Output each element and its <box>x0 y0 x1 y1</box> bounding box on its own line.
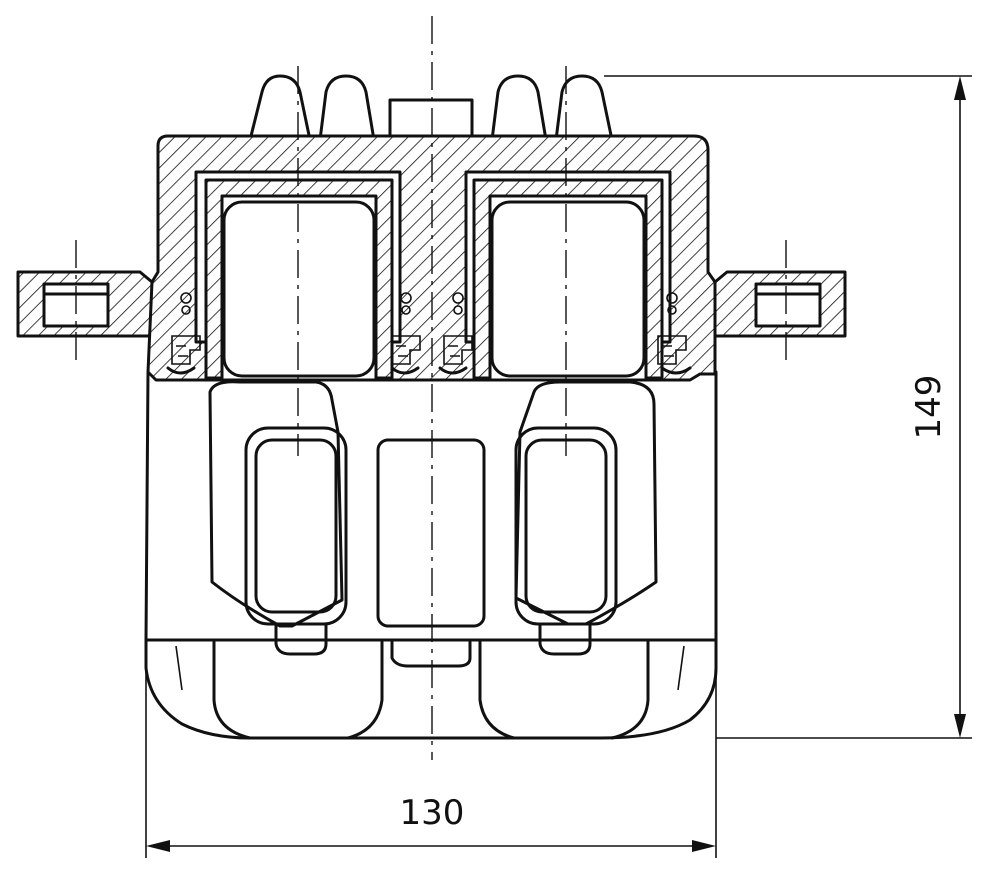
height-dimension-label: 149 <box>909 375 949 440</box>
center-lines <box>75 16 787 760</box>
bleeder-boss <box>388 98 474 142</box>
piston-face-left <box>222 200 376 378</box>
top-fins <box>248 74 614 142</box>
dimension-height: 149 <box>604 75 972 739</box>
mounting-lug-left <box>16 270 154 338</box>
piston-face-right <box>490 200 646 378</box>
dimension-width: 130 <box>145 640 717 858</box>
piston-left <box>204 178 394 380</box>
seals <box>166 292 692 375</box>
mounting-lug-right <box>713 270 847 338</box>
piston-right <box>472 178 664 380</box>
width-dimension-label: 130 <box>400 793 465 833</box>
caliper-lower-body <box>144 370 718 740</box>
